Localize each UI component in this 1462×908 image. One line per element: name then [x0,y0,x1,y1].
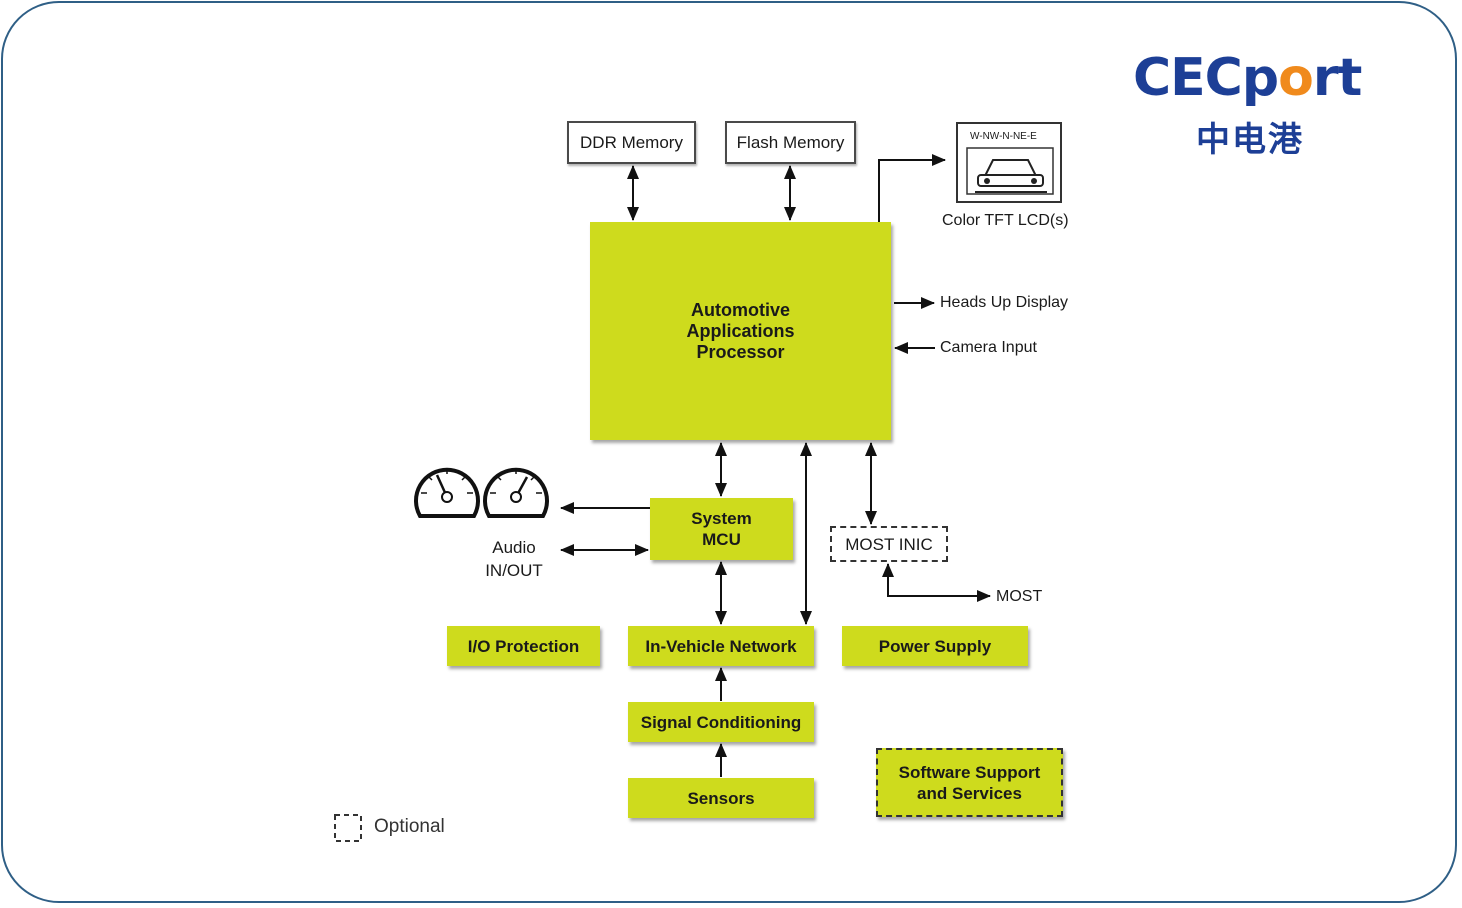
sensors-block: Sensors [628,778,814,818]
camera-input-label: Camera Input [940,339,1037,356]
most-label: MOST [996,588,1043,605]
lcd-label: Color TFT LCD(s) [942,212,1069,229]
audio-line-2: IN/OUT [485,561,543,580]
power-supply-block: Power Supply [842,626,1028,666]
optional-legend-label: Optional [374,816,445,837]
processor-line-3: Processor [696,341,785,362]
io-protection-block: I/O Protection [447,626,600,666]
software-line-2: and Services [917,783,1022,803]
processor-line-1: Automotive [691,299,790,320]
gauge-icon [414,467,549,518]
software-support-block: Software Support and Services [876,748,1063,817]
signal-conditioning-block: Signal Conditioning [628,702,814,742]
cecport-logo: CECport [1133,48,1362,108]
most-inic-box: MOST INIC [830,526,948,562]
processor-block: Automotive Applications Processor [590,222,891,440]
optional-legend-swatch [334,814,362,842]
processor-line-2: Applications [686,320,795,341]
flash-memory-box: Flash Memory [725,121,856,164]
heads-up-display-label: Heads Up Display [940,294,1069,311]
lcd-link [878,154,946,222]
in-vehicle-network-block: In-Vehicle Network [628,626,814,666]
ddr-memory-box: DDR Memory [567,121,696,164]
audio-label: Audio IN/OUT [476,536,552,582]
cecport-logo-chinese: 中电港 [1196,121,1304,159]
system-mcu-block: System MCU [650,498,793,560]
lcd-icon [956,122,1062,203]
lcd-compass-label: W-NW-N-NE-E [970,131,1037,142]
mcu-line-2: MCU [702,530,741,549]
audio-line-1: Audio [492,538,536,557]
mcu-line-1: System [691,509,752,528]
software-line-1: Software Support [898,762,1041,782]
most-link [882,563,991,602]
